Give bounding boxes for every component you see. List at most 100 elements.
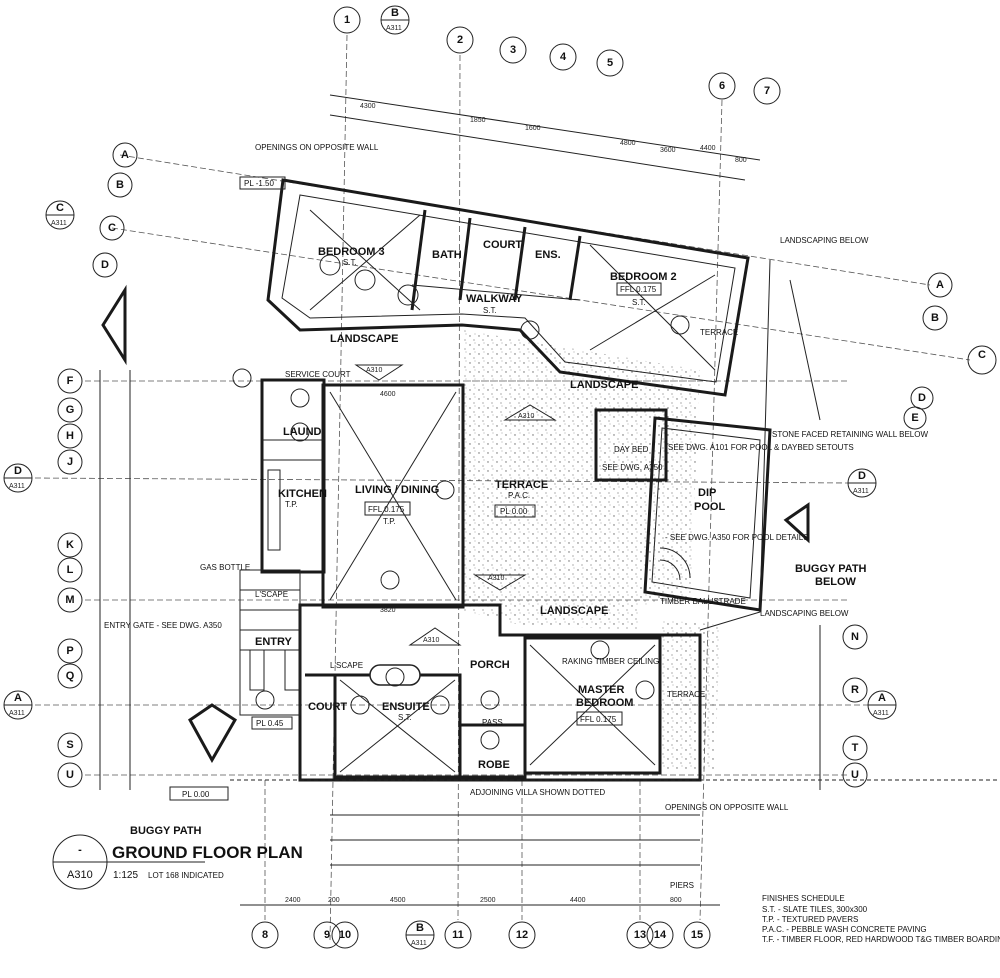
svg-text:A311: A311 [386,25,402,32]
service-walls [260,378,326,574]
svg-text:RAKING TIMBER CEILING: RAKING TIMBER CEILING [562,657,659,666]
svg-text:P.A.C. - PEBBLE WASH CONCRETE: P.A.C. - PEBBLE WASH CONCRETE PAVING [762,925,927,934]
svg-text:5: 5 [607,57,613,69]
svg-text:C: C [108,222,116,234]
svg-text:4500: 4500 [390,897,406,904]
top-wing-walls [266,178,750,397]
svg-text:SEE DWG. A101 FOR POOL & DAYBE: SEE DWG. A101 FOR POOL & DAYBED SETOUTS [668,443,854,452]
svg-text:D: D [101,259,109,271]
svg-text:PIERS: PIERS [670,881,694,890]
svg-text:A311: A311 [51,220,67,227]
svg-text:L: L [67,564,74,576]
svg-text:H: H [66,430,74,442]
svg-text:E: E [911,412,918,424]
lower-block-walls [298,603,702,782]
svg-text:S.T.: S.T. [483,306,497,315]
svg-text:A310: A310 [488,575,504,582]
room-master-bedroom: MASTER [578,684,625,696]
svg-text:A310: A310 [423,637,439,644]
svg-text:D: D [918,392,926,404]
svg-text:A310: A310 [518,413,534,420]
svg-text:BUGGY PATH: BUGGY PATH [130,825,202,837]
svg-text:FFL 0.175: FFL 0.175 [368,505,405,514]
svg-text:M: M [65,594,74,606]
svg-text:A311: A311 [411,940,427,947]
svg-text:B: B [416,922,424,934]
svg-text:POOL: POOL [694,501,725,513]
svg-text:LANDSCAPE: LANDSCAPE [330,333,398,345]
svg-text:LANDSCAPE: LANDSCAPE [570,379,638,391]
svg-text:BUGGY PATH: BUGGY PATH [795,563,867,575]
svg-text:LOT 168 INDICATED: LOT 168 INDICATED [148,871,224,880]
svg-text:G: G [66,404,75,416]
svg-text:L'SCAPE: L'SCAPE [330,661,363,670]
svg-text:LANDSCAPING BELOW: LANDSCAPING BELOW [760,609,849,618]
annotation-notes: LANDSCAPING BELOW STONE FACED RETAINING … [104,143,928,890]
svg-text:N: N [851,631,859,643]
svg-text:FFL 0.175: FFL 0.175 [620,285,657,294]
svg-text:A311: A311 [9,710,25,717]
svg-text:F: F [67,375,74,387]
svg-text:U: U [851,769,859,781]
svg-text:TERRACE: TERRACE [667,690,705,699]
svg-text:7: 7 [764,85,770,97]
svg-text:A310: A310 [67,869,93,881]
svg-text:ROBE: ROBE [478,759,510,771]
room-dip-pool: DIP [698,487,716,499]
svg-text:2400: 2400 [285,897,301,904]
svg-text:8: 8 [262,929,268,941]
svg-text:11: 11 [452,929,464,941]
svg-text:OPENINGS ON OPPOSITE WALL: OPENINGS ON OPPOSITE WALL [255,143,379,152]
svg-text:T: T [852,742,859,754]
svg-text:S.T. - SLATE TILES, 300x300: S.T. - SLATE TILES, 300x300 [762,905,868,914]
svg-text:FFL 0.175: FFL 0.175 [580,715,617,724]
svg-text:FINISHES SCHEDULE: FINISHES SCHEDULE [762,894,845,903]
svg-text:A: A [121,149,129,161]
room-labels: BEDROOM 3 S.T. BATH COURT ENS. BEDROOM 2… [130,176,867,837]
svg-text:KITCHEN: KITCHEN [278,488,327,500]
svg-text:TIMBER BALUSTRADE: TIMBER BALUSTRADE [660,597,746,606]
svg-text:1850: 1850 [470,117,486,124]
svg-text:200: 200 [328,897,340,904]
master-bedroom-walls [523,636,662,775]
svg-text:- SEE DWG. A350 FOR POOL DETAI: - SEE DWG. A350 FOR POOL DETAILS [665,533,809,542]
svg-text:A311: A311 [873,710,889,717]
svg-text:14: 14 [654,929,667,941]
svg-text:PL 0.45: PL 0.45 [256,719,284,728]
svg-text:A: A [936,279,944,291]
svg-text:4600: 4600 [380,391,396,398]
room-ensuite: ENSUITE [382,701,430,713]
room-living-dining: LIVING / DINING [355,484,439,496]
svg-text:13: 13 [634,929,646,941]
svg-text:3600: 3600 [660,147,676,154]
svg-text:COURT: COURT [308,701,347,713]
svg-text:3: 3 [510,44,516,56]
grid-bubbles: 1 2 3 4 5 6 7 A B C D A B C D E F G H J … [57,6,997,949]
svg-text:A311: A311 [853,488,869,495]
room-bedroom-3: BEDROOM 3 [318,246,385,258]
svg-text:10: 10 [339,929,351,941]
svg-text:T.F. - TIMBER FLOOR, RED HARDW: T.F. - TIMBER FLOOR, RED HARDWOOD T&G TI… [762,935,1000,944]
svg-text:12: 12 [516,929,528,941]
room-terrace: TERRACE [495,479,548,491]
svg-text:2: 2 [457,34,463,46]
svg-text:9: 9 [324,929,330,941]
planting-symbols [232,254,690,750]
svg-text:TERRACE: TERRACE [700,328,738,337]
svg-text:Q: Q [66,670,75,682]
room-bedroom-2: BEDROOM 2 [610,271,677,283]
svg-text:ADJOINING VILLA SHOWN DOTTED: ADJOINING VILLA SHOWN DOTTED [470,788,605,797]
svg-text:L'SCAPE: L'SCAPE [255,590,288,599]
svg-text:P: P [66,645,73,657]
svg-text:B: B [391,7,399,19]
svg-text:4400: 4400 [570,897,586,904]
svg-text:C: C [56,202,64,214]
svg-text:SEE DWG. A350: SEE DWG. A350 [602,463,663,472]
svg-text:STONE FACED RETAINING WALL BEL: STONE FACED RETAINING WALL BELOW [772,430,928,439]
svg-text:1600: 1600 [525,125,541,132]
svg-text:DAY BED: DAY BED [614,445,649,454]
svg-text:6: 6 [719,80,725,92]
svg-text:4: 4 [560,51,567,63]
terrace-paving [462,330,700,630]
